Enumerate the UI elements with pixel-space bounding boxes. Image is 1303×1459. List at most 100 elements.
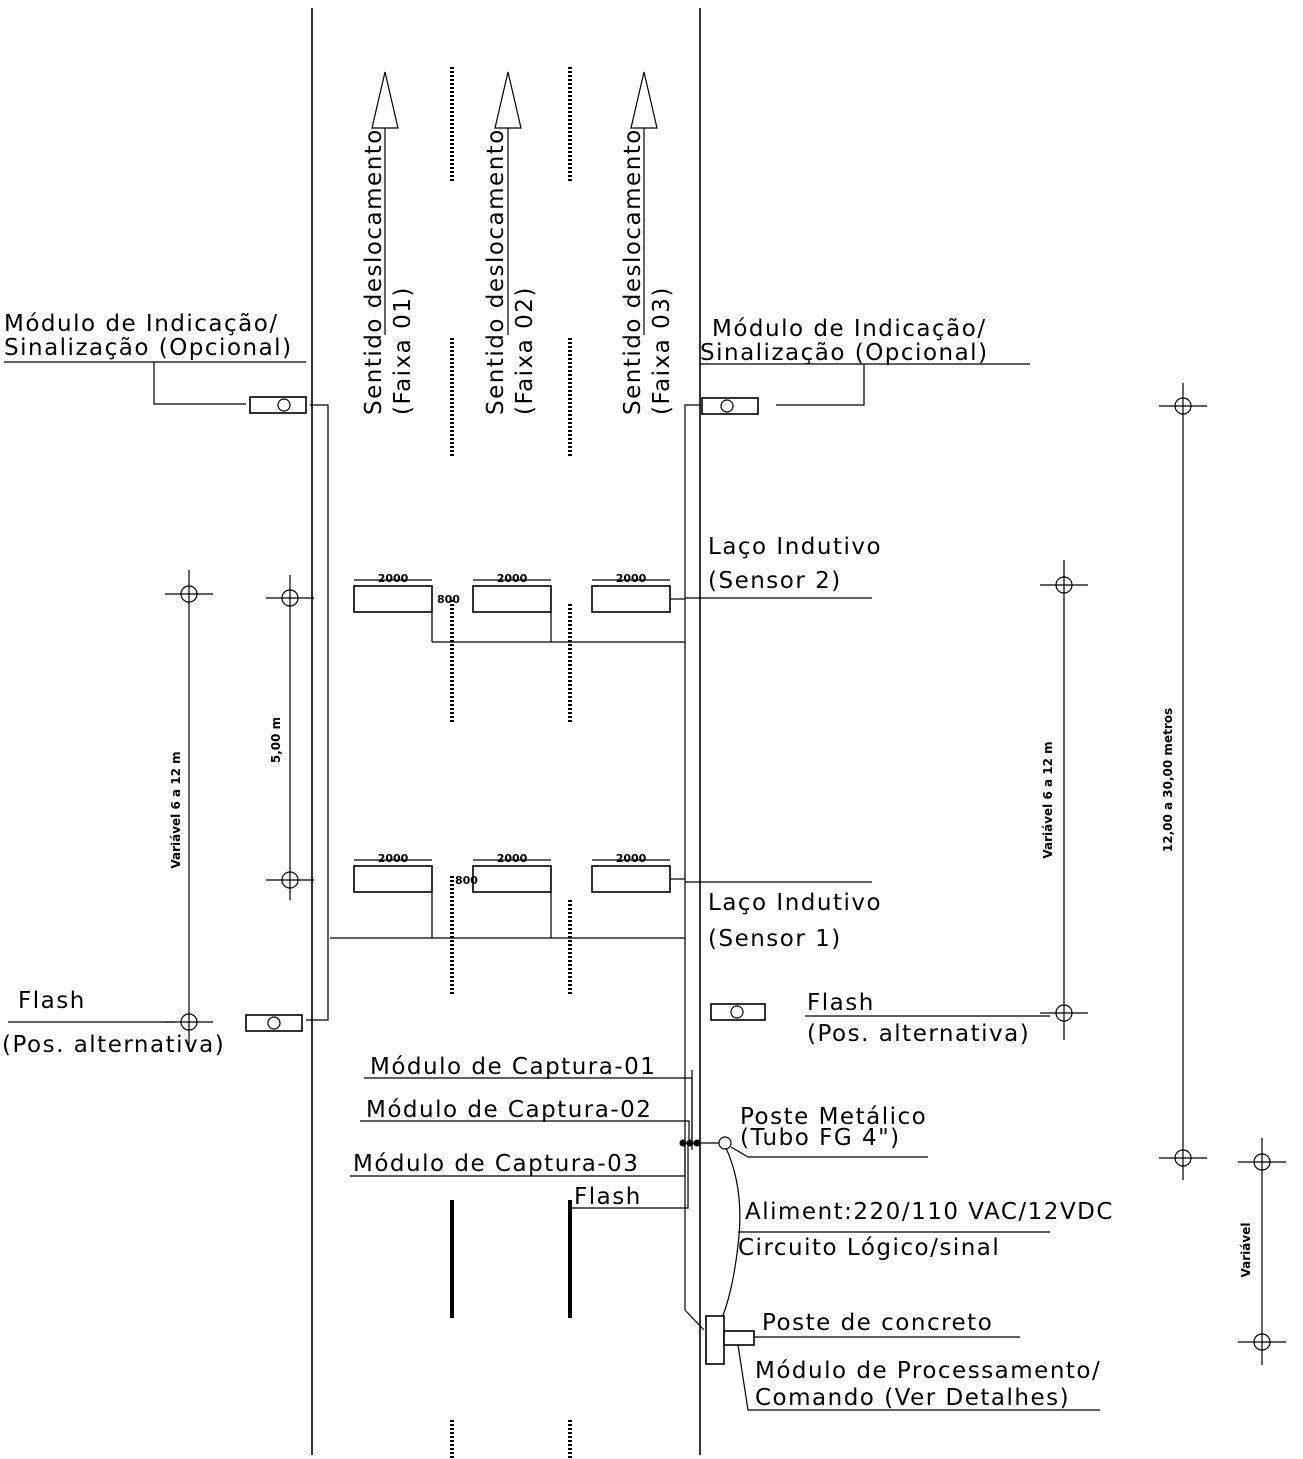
power-cable: [721, 1147, 741, 1319]
lane-markings: [450, 67, 572, 1459]
flash-lamp-icon: [730, 1005, 744, 1019]
lane-label-line2: (Faixa 01): [390, 286, 416, 415]
signal-module-box: [701, 397, 759, 415]
dim-marker-icon: [1253, 1333, 1271, 1351]
arrow-up-icon: [630, 71, 658, 129]
metal-pole-label-line1: Poste Metálico: [740, 1104, 927, 1130]
processing-label-line2: Comando (Ver Detalhes): [755, 1385, 1070, 1411]
leader-line: [730, 1146, 928, 1158]
lane-label-line1: Sentido deslocamento: [361, 128, 387, 415]
lane-label-faixa-03: Sentido deslocamento (Faixa 03): [620, 128, 675, 415]
metal-pole-label: Poste Metálico (Tubo FG 4"): [730, 1104, 928, 1158]
dimension-bottom-label: Variável: [1239, 1223, 1253, 1278]
flash-box: [245, 1014, 303, 1032]
processing-module: Poste de concreto Módulo de Processament…: [705, 1310, 1101, 1411]
lane-label-line1: Sentido deslocamento: [620, 128, 646, 415]
dim-marker-icon: [180, 1013, 198, 1031]
dimension-left-variable: Variável 6 a 12 m: [165, 570, 213, 1045]
capture-modules: Módulo de Captura-01 Módulo de Captura-0…: [350, 1054, 732, 1210]
leader-line: [572, 1145, 689, 1209]
dimension-total-label: 12,00 a 30,00 metros: [1161, 708, 1175, 852]
left-indication-label-line2: Sinalização (Opcional): [4, 335, 293, 361]
processing-box: [723, 1330, 755, 1346]
loop-box: [591, 585, 671, 613]
capture-module-03-label: Módulo de Captura-03: [353, 1151, 639, 1177]
processing-label-line1: Módulo de Processamento/: [755, 1358, 1101, 1384]
arrow-up-icon: [371, 71, 399, 129]
direction-arrows: [371, 71, 658, 335]
dim-marker-icon: [281, 589, 299, 607]
cable-right-main: [684, 404, 705, 1331]
dimension-spacing-label: 5,00 m: [269, 717, 283, 763]
leader-line: [153, 362, 246, 405]
dim-marker-icon: [1055, 576, 1073, 594]
lane-label-faixa-02: Sentido deslocamento (Faixa 02): [483, 128, 538, 415]
dim-marker-icon: [1174, 397, 1192, 415]
flash-lamp-icon: [267, 1016, 281, 1030]
dimension-bottom-variable: Variável: [1238, 1138, 1286, 1365]
sensor-1-label-line1: Laço Indutivo: [708, 890, 882, 916]
lane-label-line1: Sentido deslocamento: [483, 128, 509, 415]
arrow-up-icon: [494, 71, 522, 129]
capture-module-01-label: Módulo de Captura-01: [370, 1054, 656, 1080]
lane-label-faixa-01: Sentido deslocamento (Faixa 01): [361, 128, 416, 415]
leader-line: [776, 364, 865, 406]
loop-length-label: 2000: [616, 572, 647, 585]
concrete-pole-label: Poste de concreto: [762, 1310, 993, 1336]
loop-length-label: 2000: [497, 852, 528, 865]
camera-icon: [686, 1139, 694, 1147]
sensor-2-label-line2: (Sensor 2): [708, 568, 842, 594]
right-flash-label-line2: (Pos. alternativa): [807, 1021, 1030, 1047]
lane-label-line2: (Faixa 03): [649, 286, 675, 415]
loop-gap-label: 800: [437, 593, 460, 606]
metal-pole-icon: [718, 1136, 732, 1150]
dimension-right-variable: Variável 6 a 12 m: [1040, 560, 1088, 1040]
sensor-2-label-line1: Laço Indutivo: [708, 534, 882, 560]
loop-length-label: 2000: [616, 852, 647, 865]
loop-box: [353, 865, 433, 893]
loop-length-label: 2000: [378, 852, 409, 865]
dimension-total: 12,00 a 30,00 metros: [1159, 383, 1207, 1180]
flash-label: Flash: [574, 1184, 642, 1210]
flash-box: [710, 1003, 766, 1021]
left-flash-label-line1: Flash: [18, 988, 86, 1014]
lane-label-line2: (Faixa 02): [512, 286, 538, 415]
dim-marker-icon: [1253, 1153, 1271, 1171]
leader-line: [737, 1344, 1100, 1411]
lamp-icon: [277, 398, 291, 412]
left-flash-alternative: Flash (Pos. alternativa): [2, 988, 303, 1058]
leader-line: [364, 1077, 693, 1142]
dim-marker-icon: [180, 585, 198, 603]
loop-box: [591, 865, 671, 893]
left-flash-label-line2: (Pos. alternativa): [2, 1032, 225, 1058]
loop-length-label: 2000: [497, 572, 528, 585]
inductive-loops-sensor-2: 2000 2000 2000 800: [353, 572, 685, 642]
cable-runs: [306, 404, 705, 1331]
leader-line: [350, 1142, 686, 1177]
leader-line: [360, 1120, 690, 1142]
capture-module-02-label: Módulo de Captura-02: [366, 1097, 652, 1123]
sensor-1-label: Laço Indutivo (Sensor 1): [685, 881, 882, 952]
right-indication-label-line1: Módulo de Indicação/: [712, 316, 987, 342]
right-flash-label-line1: Flash: [807, 990, 875, 1016]
power-labels: Aliment:220/110 VAC/12VDC Circuito Lógic…: [721, 1147, 1112, 1319]
loop-box: [353, 585, 433, 613]
cable-left: [306, 404, 329, 1021]
loop-box: [472, 585, 552, 613]
right-indication-label-line2: Sinalização (Opcional): [700, 340, 989, 366]
dim-marker-icon: [1055, 1004, 1073, 1022]
lamp-icon: [720, 399, 734, 413]
dimension-spacing: 5,00 m: [266, 575, 314, 900]
metal-pole-label-line2: (Tubo FG 4"): [740, 1125, 901, 1151]
sensor-1-label-line2: (Sensor 1): [708, 926, 842, 952]
concrete-pole-box: [705, 1315, 725, 1365]
sensor-2-label: Laço Indutivo (Sensor 2): [685, 534, 882, 599]
right-indication-module: Módulo de Indicação/ Sinalização (Opcion…: [700, 316, 1030, 415]
camera-icon: [679, 1139, 687, 1147]
loop-box: [472, 865, 552, 893]
circuit-label: Circuito Lógico/sinal: [738, 1235, 1000, 1261]
dim-marker-icon: [281, 871, 299, 889]
loop-gap-label: 800: [455, 874, 478, 887]
inductive-loops-sensor-1: 2000 2000 2000 800: [353, 852, 685, 938]
